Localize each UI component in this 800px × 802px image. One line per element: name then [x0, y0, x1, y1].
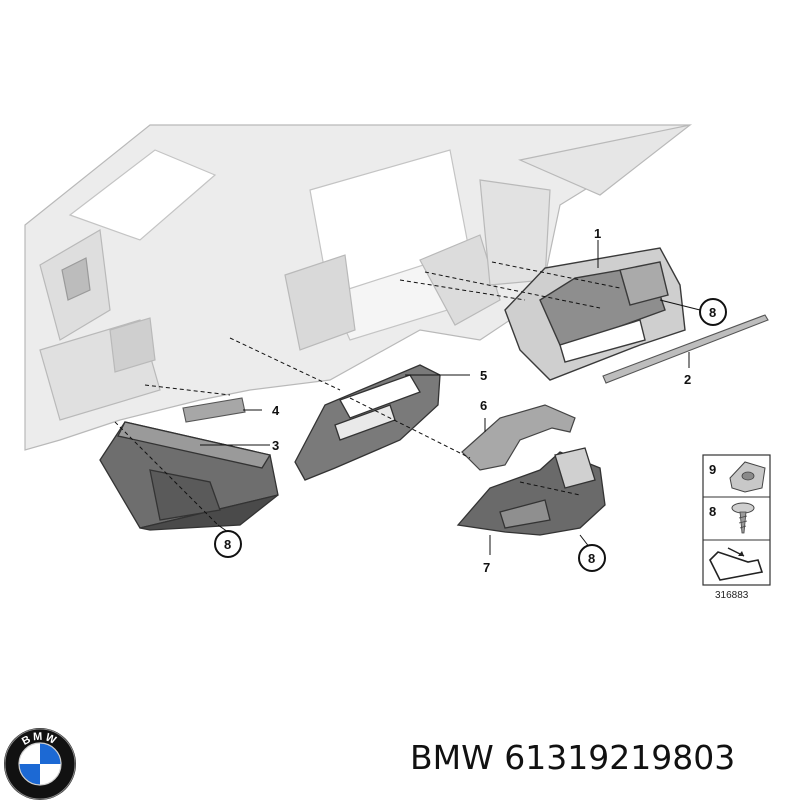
- clip-nut-icon: [729, 461, 766, 493]
- part-6-upper-cover: [461, 404, 576, 471]
- callout-8-glovebox: 8: [224, 537, 231, 552]
- callout-3: 3: [272, 438, 279, 453]
- caption-part-number: 61319219803: [504, 738, 736, 777]
- caption-brand: BMW: [410, 738, 494, 777]
- part-2-trim-strip: [602, 314, 769, 384]
- dashboard-carrier: [24, 124, 693, 451]
- callout-8-lower-trim: 8: [588, 551, 595, 566]
- callout-2: 2: [684, 372, 691, 387]
- logo-text: BMW: [20, 731, 58, 748]
- callout-5: 5: [480, 368, 487, 383]
- callout-8-frame: 8: [709, 305, 716, 320]
- part-4-cover: [182, 397, 246, 423]
- leader-lines: [114, 240, 701, 555]
- legend-label-8: 8: [709, 504, 716, 519]
- bmw-logo: BMW: [4, 728, 76, 800]
- callout-circles: [214, 298, 727, 572]
- callout-6: 6: [480, 398, 487, 413]
- fastener-legend: 9 8: [702, 454, 771, 586]
- part-3-glove-box: [99, 421, 279, 531]
- callout-1: 1: [594, 226, 601, 241]
- callout-7: 7: [483, 560, 490, 575]
- svg-text:BMW: BMW: [20, 731, 60, 748]
- part-1-frame: [504, 247, 686, 381]
- part-5-bezel: [294, 364, 441, 481]
- shim-icon: [709, 547, 764, 581]
- legend-label-9: 9: [709, 462, 716, 477]
- part-7-lower-trim: [456, 447, 606, 536]
- callout-4: 4: [272, 403, 280, 418]
- screw-icon: [731, 502, 755, 534]
- diagram-id: 316883: [715, 590, 749, 601]
- part-caption: BMW 61319219803: [410, 738, 735, 777]
